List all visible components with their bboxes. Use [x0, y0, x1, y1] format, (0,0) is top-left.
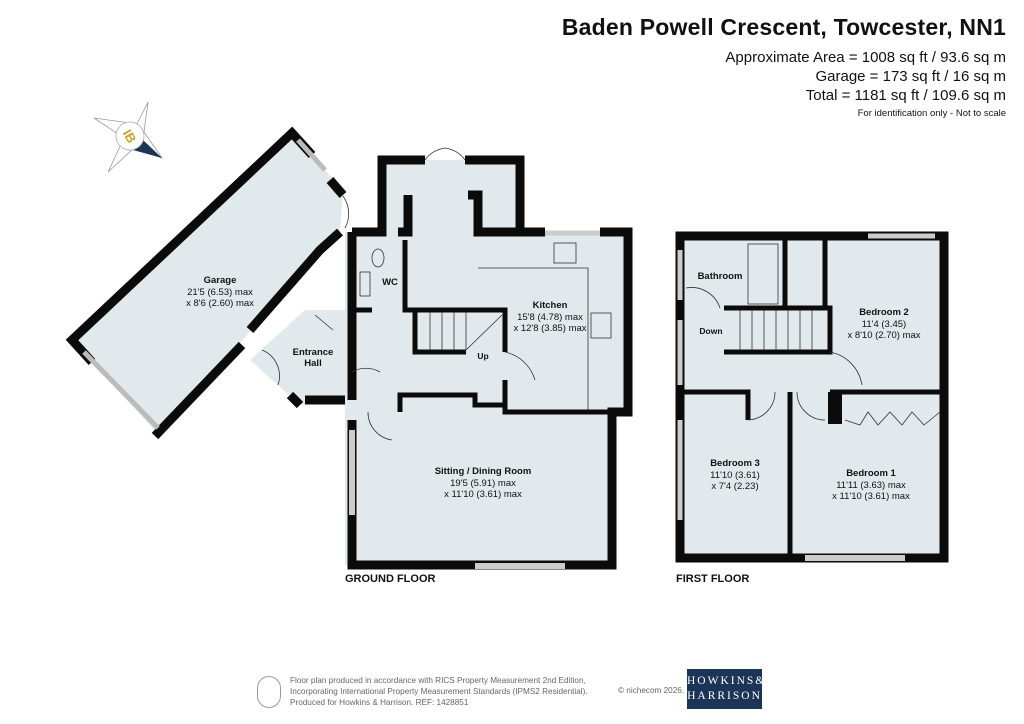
- first-floor-plan: [675, 231, 949, 563]
- kitchen-dim1: 15'8 (4.78) max: [517, 312, 583, 323]
- sitting-dining-label: Sitting / Dining Room: [435, 466, 532, 477]
- page-title: Baden Powell Crescent, Towcester, NN1: [561, 14, 1006, 40]
- compass-icon: IB: [93, 101, 164, 173]
- bedroom-3-dim2: x 7'4 (2.23): [711, 481, 758, 492]
- stairs-up-label: Up: [477, 351, 488, 361]
- garage-area: Garage = 173 sq ft / 16 sq m: [815, 68, 1006, 85]
- person-icon: [257, 676, 281, 708]
- bedroom-1-dim1: 11'11 (3.63) max: [836, 480, 906, 491]
- entrance-hall-label: Entrance: [293, 347, 334, 358]
- total-area: Total = 1181 sq ft / 109.6 sq m: [805, 87, 1006, 104]
- svg-text:IB: IB: [120, 127, 139, 146]
- sitting-dining-dim2: x 11'10 (3.61) max: [444, 489, 522, 500]
- bedroom-3-dim1: 11'10 (3.61): [710, 470, 760, 481]
- bedroom-2-label: Bedroom 2: [859, 307, 909, 318]
- copyright: © nichecom 2026.: [618, 686, 685, 695]
- sitting-dining-dim1: 19'5 (5.91) max: [450, 478, 516, 489]
- room-labels: Garage 21'5 (6.53) max x 8'6 (2.60) max …: [186, 271, 921, 502]
- garage-room: [72, 133, 343, 436]
- wc-label: WC: [382, 277, 398, 288]
- footer-disclaimer: Floor plan produced in accordance with R…: [290, 675, 588, 708]
- kitchen-dim2: x 12'8 (3.85) max: [513, 323, 586, 334]
- bedroom-2-dim2: x 8'10 (2.70) max: [847, 330, 920, 341]
- ground-floor-label: GROUND FLOOR: [345, 573, 436, 585]
- logo-line-1: HOWKINS&: [687, 675, 767, 687]
- ground-floor-plan: [65, 126, 633, 570]
- bedroom-3-label: Bedroom 3: [710, 458, 760, 469]
- scale-note: For identification only - Not to scale: [857, 108, 1006, 119]
- stairs-down-label: Down: [699, 326, 722, 336]
- bedroom-2-dim1: 11'4 (3.45): [862, 319, 906, 330]
- bedroom-1-dim2: x 11'10 (3.61) max: [832, 491, 910, 502]
- garage-dim1: 21'5 (6.53) max: [187, 287, 253, 298]
- howkins-harrison-logo: HOWKINS& HARRISON: [687, 669, 767, 709]
- footer-line-2: Incorporating International Property Mea…: [290, 687, 588, 696]
- bedroom-1-label: Bedroom 1: [846, 468, 896, 479]
- footer-line-1: Floor plan produced in accordance with R…: [290, 676, 586, 685]
- kitchen-label: Kitchen: [533, 300, 568, 311]
- approximate-area: Approximate Area = 1008 sq ft / 93.6 sq …: [725, 49, 1006, 66]
- entrance-hall-label-2: Hall: [304, 358, 321, 369]
- bathroom-label: Bathroom: [698, 271, 743, 282]
- footer-line-3: Produced for Howkins & Harrison. REF: 14…: [290, 698, 469, 707]
- logo-line-2: HARRISON: [687, 690, 762, 702]
- entrance-hall-room: [250, 310, 352, 405]
- garage-label: Garage: [204, 275, 237, 286]
- first-floor-label: FIRST FLOOR: [676, 573, 750, 585]
- garage-dim2: x 8'6 (2.60) max: [186, 298, 254, 309]
